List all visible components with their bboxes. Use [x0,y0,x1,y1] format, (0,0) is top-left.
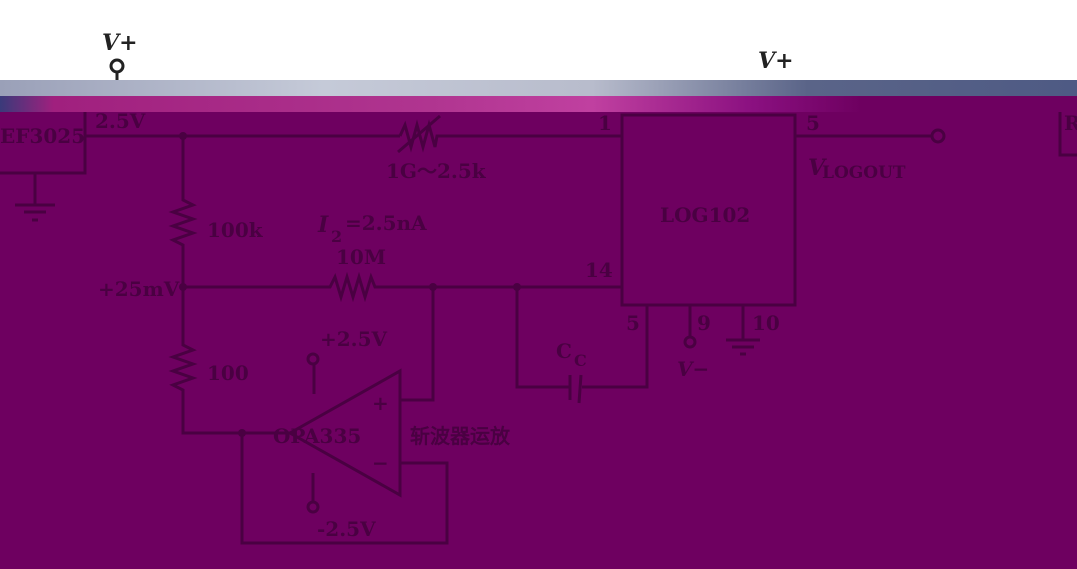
schematic-background [0,112,1077,569]
variable-resistor [398,119,622,153]
pin-5-output-label: 5 [806,111,820,135]
ref-output-label: 2.5V [95,109,146,133]
white-header-region [0,0,1077,80]
ground-icon [726,338,760,356]
ground-icon [15,203,55,222]
pin-14-label: 14 [585,258,613,282]
capacitor-cc [568,374,583,404]
v-minus-label: V− [677,357,709,381]
negative-supply-terminal [306,500,320,514]
opamp-description: 斩波器运放 [410,424,511,448]
v-plus-label: V+ [102,30,138,56]
resistor-100 [168,287,290,435]
pin-9-label: 9 [697,311,711,335]
node-voltage-label: +25mV [98,277,180,301]
opamp-minus-sign: − [372,451,389,475]
ref-ic-label: EF3025 [0,124,85,148]
pin-10-label: 10 [752,311,780,335]
opamp-opa335 [286,368,402,498]
positive-supply-label: +2.5V [320,327,388,351]
resistor-100k [168,136,198,287]
ref-ic-box [0,112,87,175]
resistor-100k-label: 100k [207,218,264,242]
negative-supply-label: -2.5V [317,517,376,541]
capacitor-subscript: C [574,351,587,370]
scan-artifact-band-pink [0,96,1077,112]
vout-subscript: LOGOUT [822,163,906,183]
vout-label: V [808,155,827,181]
v-plus-terminal [109,58,125,74]
resistor-10m-label: 10M [336,245,386,269]
v-plus-label-right: V+ [758,48,794,74]
opamp-name-label: OPA335 [273,424,361,448]
log102-ic [620,113,797,307]
current-label: I [317,212,329,238]
right-partial-box [1058,112,1077,157]
current-subscript: 2 [331,227,342,246]
variable-resistor-label: 1G～2.5k [386,159,487,183]
log102-label: LOG102 [660,203,750,227]
pin-1-label: 1 [598,111,612,135]
right-box-label: R [1064,111,1077,135]
positive-supply-terminal [306,352,320,366]
variable-resistor-arrow [397,114,441,154]
scan-artifact-band [0,80,1077,96]
output-terminal [930,128,946,144]
resistor-10m [183,271,622,303]
pin-5-bottom-label: 5 [626,311,640,335]
capacitor-label: C [556,339,572,363]
v-minus-terminal [683,335,697,349]
current-value: =2.5nA [345,211,427,235]
opamp-plus-sign: + [372,391,389,415]
resistor-100-label: 100 [207,361,249,385]
